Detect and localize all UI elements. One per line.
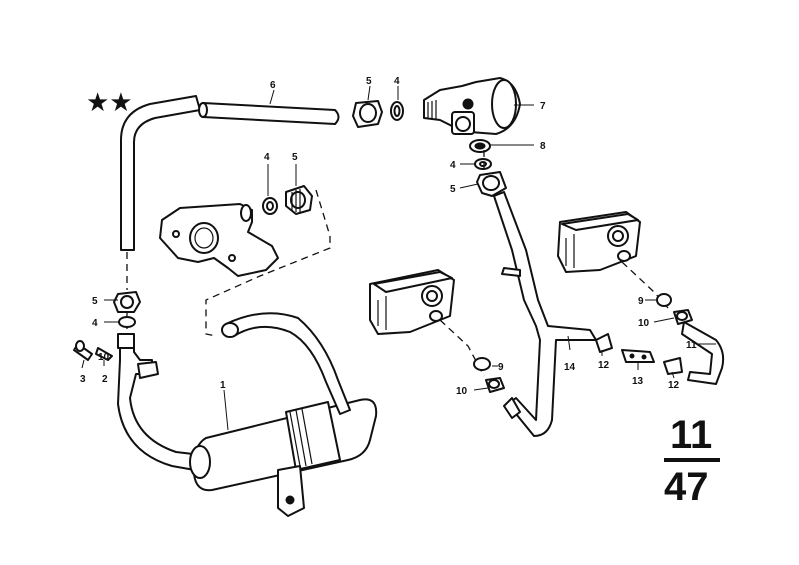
callout-7: 7	[540, 101, 546, 112]
group-number-bottom: 47	[664, 465, 709, 509]
hose-11[interactable]	[681, 321, 725, 385]
callout-3: 3	[80, 374, 86, 385]
callout-12: 12	[668, 380, 680, 391]
clamp-12a[interactable]	[595, 333, 613, 353]
callout-9: 9	[498, 362, 504, 373]
callout-4: 4	[450, 160, 456, 171]
callout-14: 14	[564, 362, 576, 373]
union-nut-mid[interactable]	[285, 185, 313, 215]
union-nut-pump[interactable]	[476, 171, 507, 197]
callout-5: 5	[366, 76, 372, 87]
union-nut-top[interactable]	[352, 100, 383, 128]
seal-9-right[interactable]	[656, 293, 672, 307]
seal-9-left[interactable]	[473, 357, 491, 371]
group-number-top: 11	[670, 413, 712, 457]
clamp-12b[interactable]	[663, 357, 683, 375]
callout-8: 8	[540, 141, 546, 152]
callout-4: 4	[394, 76, 400, 87]
hose-6[interactable]	[198, 102, 340, 125]
callout-5: 5	[92, 296, 98, 307]
leader-lines	[81, 85, 716, 431]
callout-labels: 6 5 4 7 8 4 5 4 5 5 4 3 10 2 1 9 10 9 10…	[80, 76, 697, 397]
return-pipe[interactable]	[221, 312, 351, 415]
callout-13: 13	[632, 376, 644, 387]
bolt-3[interactable]	[73, 340, 93, 361]
callout-5: 5	[450, 184, 456, 195]
seal-ring-mid[interactable]	[262, 197, 278, 215]
seal-ring-8[interactable]	[469, 139, 491, 153]
group-number: 11 47	[664, 413, 720, 509]
junction-13[interactable]	[621, 349, 655, 363]
carburetor-right[interactable]	[557, 211, 641, 273]
seal-ring-top[interactable]	[390, 101, 404, 121]
manifold-flange[interactable]	[159, 203, 279, 277]
filter-10-left[interactable]	[485, 377, 505, 393]
washer-2[interactable]	[95, 347, 113, 361]
fuel-filter-canister[interactable]	[189, 398, 378, 517]
callout-2: 2	[102, 374, 108, 385]
union-nut-left[interactable]	[113, 291, 141, 313]
callout-4: 4	[92, 318, 98, 329]
callout-1: 1	[220, 380, 226, 391]
centerline-carb-right	[621, 261, 669, 309]
callout-11: 11	[686, 340, 697, 351]
callout-10: 10	[456, 386, 468, 397]
callout-4: 4	[264, 152, 270, 163]
seal-ring-left[interactable]	[118, 316, 136, 328]
carburetor-left[interactable]	[369, 269, 455, 335]
filter-10-right[interactable]	[673, 309, 693, 325]
fuel-line-left[interactable]	[117, 333, 211, 473]
callout-6: 6	[270, 80, 276, 91]
centerline-bracket	[205, 189, 331, 337]
fuel-pump[interactable]	[423, 77, 521, 135]
fuel-line-14[interactable]	[493, 191, 597, 437]
callout-5: 5	[292, 152, 298, 163]
star-marker: ★★	[86, 88, 133, 118]
callout-9: 9	[638, 296, 644, 307]
callout-10: 10	[98, 352, 110, 363]
group-number-divider	[664, 458, 720, 462]
callout-12: 12	[598, 360, 610, 371]
callout-10: 10	[638, 318, 650, 329]
seal-ring-pump[interactable]	[474, 158, 492, 170]
